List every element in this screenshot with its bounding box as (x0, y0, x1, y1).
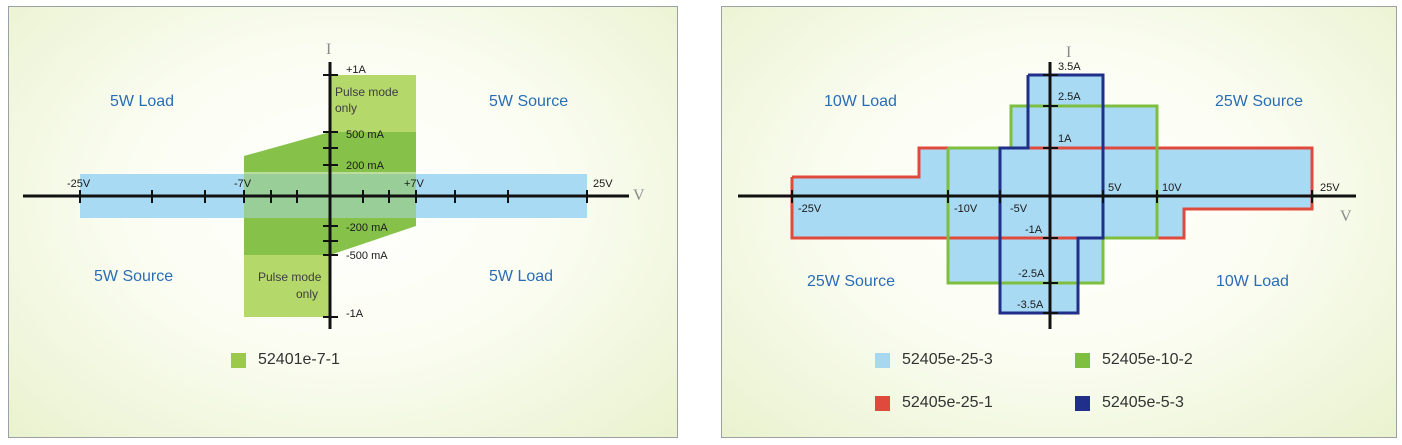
legend-label: 52405e-25-3 (902, 351, 993, 368)
legend-swatch (875, 395, 890, 411)
quadrant-bottom-left: 5W Source (94, 268, 173, 285)
legend-label: 52405e-25-1 (902, 394, 993, 411)
pulse-mode-label-bottom-2: only (296, 287, 318, 301)
i-tick-label: 500 mA (346, 129, 385, 141)
quadrant-top-left: 5W Load (110, 93, 174, 110)
i-tick-label: -200 mA (346, 222, 388, 234)
legend-label: 52405e-5-3 (1102, 394, 1184, 411)
quadrant-top-right: 5W Source (489, 93, 568, 110)
pulse-mode-label-bottom: Pulse mode (258, 270, 322, 284)
vi-diagram-left: V I 5W Load 5W Source 5W Source 5W Load … (23, 41, 645, 329)
outline-52405e-5-3 (998, 73, 1105, 315)
quadrant-top-right: 25W Source (1215, 93, 1303, 110)
pulse-mode-label-top-2: only (335, 101, 357, 115)
i-tick-label: -3.5A (1017, 299, 1044, 311)
i-tick-label: 1A (1058, 133, 1072, 145)
v-tick-label: 25V (1320, 182, 1340, 194)
v-tick-label: -5V (1010, 203, 1028, 215)
vi-diagram-right: V I 10W Load 25W Source 25W Source 10W L… (738, 44, 1356, 329)
v-tick-label: 5V (1108, 182, 1122, 194)
i-axis-ticks (323, 74, 338, 318)
outline-52405e-25-1 (790, 146, 1314, 240)
v-tick-label: +7V (404, 178, 425, 190)
quadrant-bottom-right: 5W Load (489, 268, 553, 285)
legend-item: 52405e-25-1 (875, 394, 993, 412)
v-axis-name: V (633, 187, 645, 204)
v-axis-ticks (791, 190, 1313, 203)
legend-item: 52405e-5-3 (1075, 394, 1184, 412)
i-tick-label: 3.5A (1058, 61, 1081, 73)
v-tick-label: 10V (1162, 182, 1182, 194)
legend-item: 52401e-7-1 (231, 351, 340, 369)
v-tick-label: -10V (954, 203, 978, 215)
i-tick-label: -2.5A (1018, 268, 1045, 280)
legend-swatch (231, 352, 246, 368)
i-tick-label: 200 mA (346, 160, 385, 172)
quadrant-bottom-left: 25W Source (807, 273, 895, 290)
quadrant-bottom-right: 10W Load (1216, 273, 1289, 290)
i-axis-ticks (1043, 74, 1058, 314)
blue-operating-region (792, 75, 1312, 313)
legend-swatch (1075, 352, 1090, 368)
quadrant-top-left: 10W Load (824, 93, 897, 110)
i-axis-name: I (326, 41, 331, 58)
legend-swatch (875, 352, 890, 368)
i-tick-label: +1A (346, 64, 367, 76)
chart-panel-52401e: V I 5W Load 5W Source 5W Source 5W Load … (8, 6, 678, 438)
i-axis-name: I (1066, 44, 1071, 61)
i-tick-label: 2.5A (1058, 91, 1081, 103)
pulse-mode-label-top: Pulse mode (335, 85, 399, 99)
legend-item: 52405e-10-2 (1075, 351, 1193, 369)
chart-panel-52405e: V I 10W Load 25W Source 25W Source 10W L… (721, 6, 1397, 438)
pulse-mode-box-bottom (244, 255, 330, 317)
pulse-mode-box-top (330, 75, 416, 132)
v-tick-label: -25V (798, 203, 822, 215)
v-axis-name: V (1340, 208, 1352, 225)
legend-item: 52405e-25-3 (875, 351, 993, 369)
legend-swatch (1075, 395, 1090, 411)
v-axis-ticks (79, 190, 588, 203)
v-tick-label: -25V (67, 178, 91, 190)
legend-label: 52401e-7-1 (258, 351, 340, 368)
i-tick-label: -1A (346, 308, 364, 320)
v-tick-label: 25V (593, 178, 613, 190)
legend-label: 52405e-10-2 (1102, 351, 1193, 368)
i-tick-label: -1A (1025, 224, 1043, 236)
v-tick-label: -7V (234, 178, 252, 190)
i-tick-label: -500 mA (346, 250, 388, 262)
